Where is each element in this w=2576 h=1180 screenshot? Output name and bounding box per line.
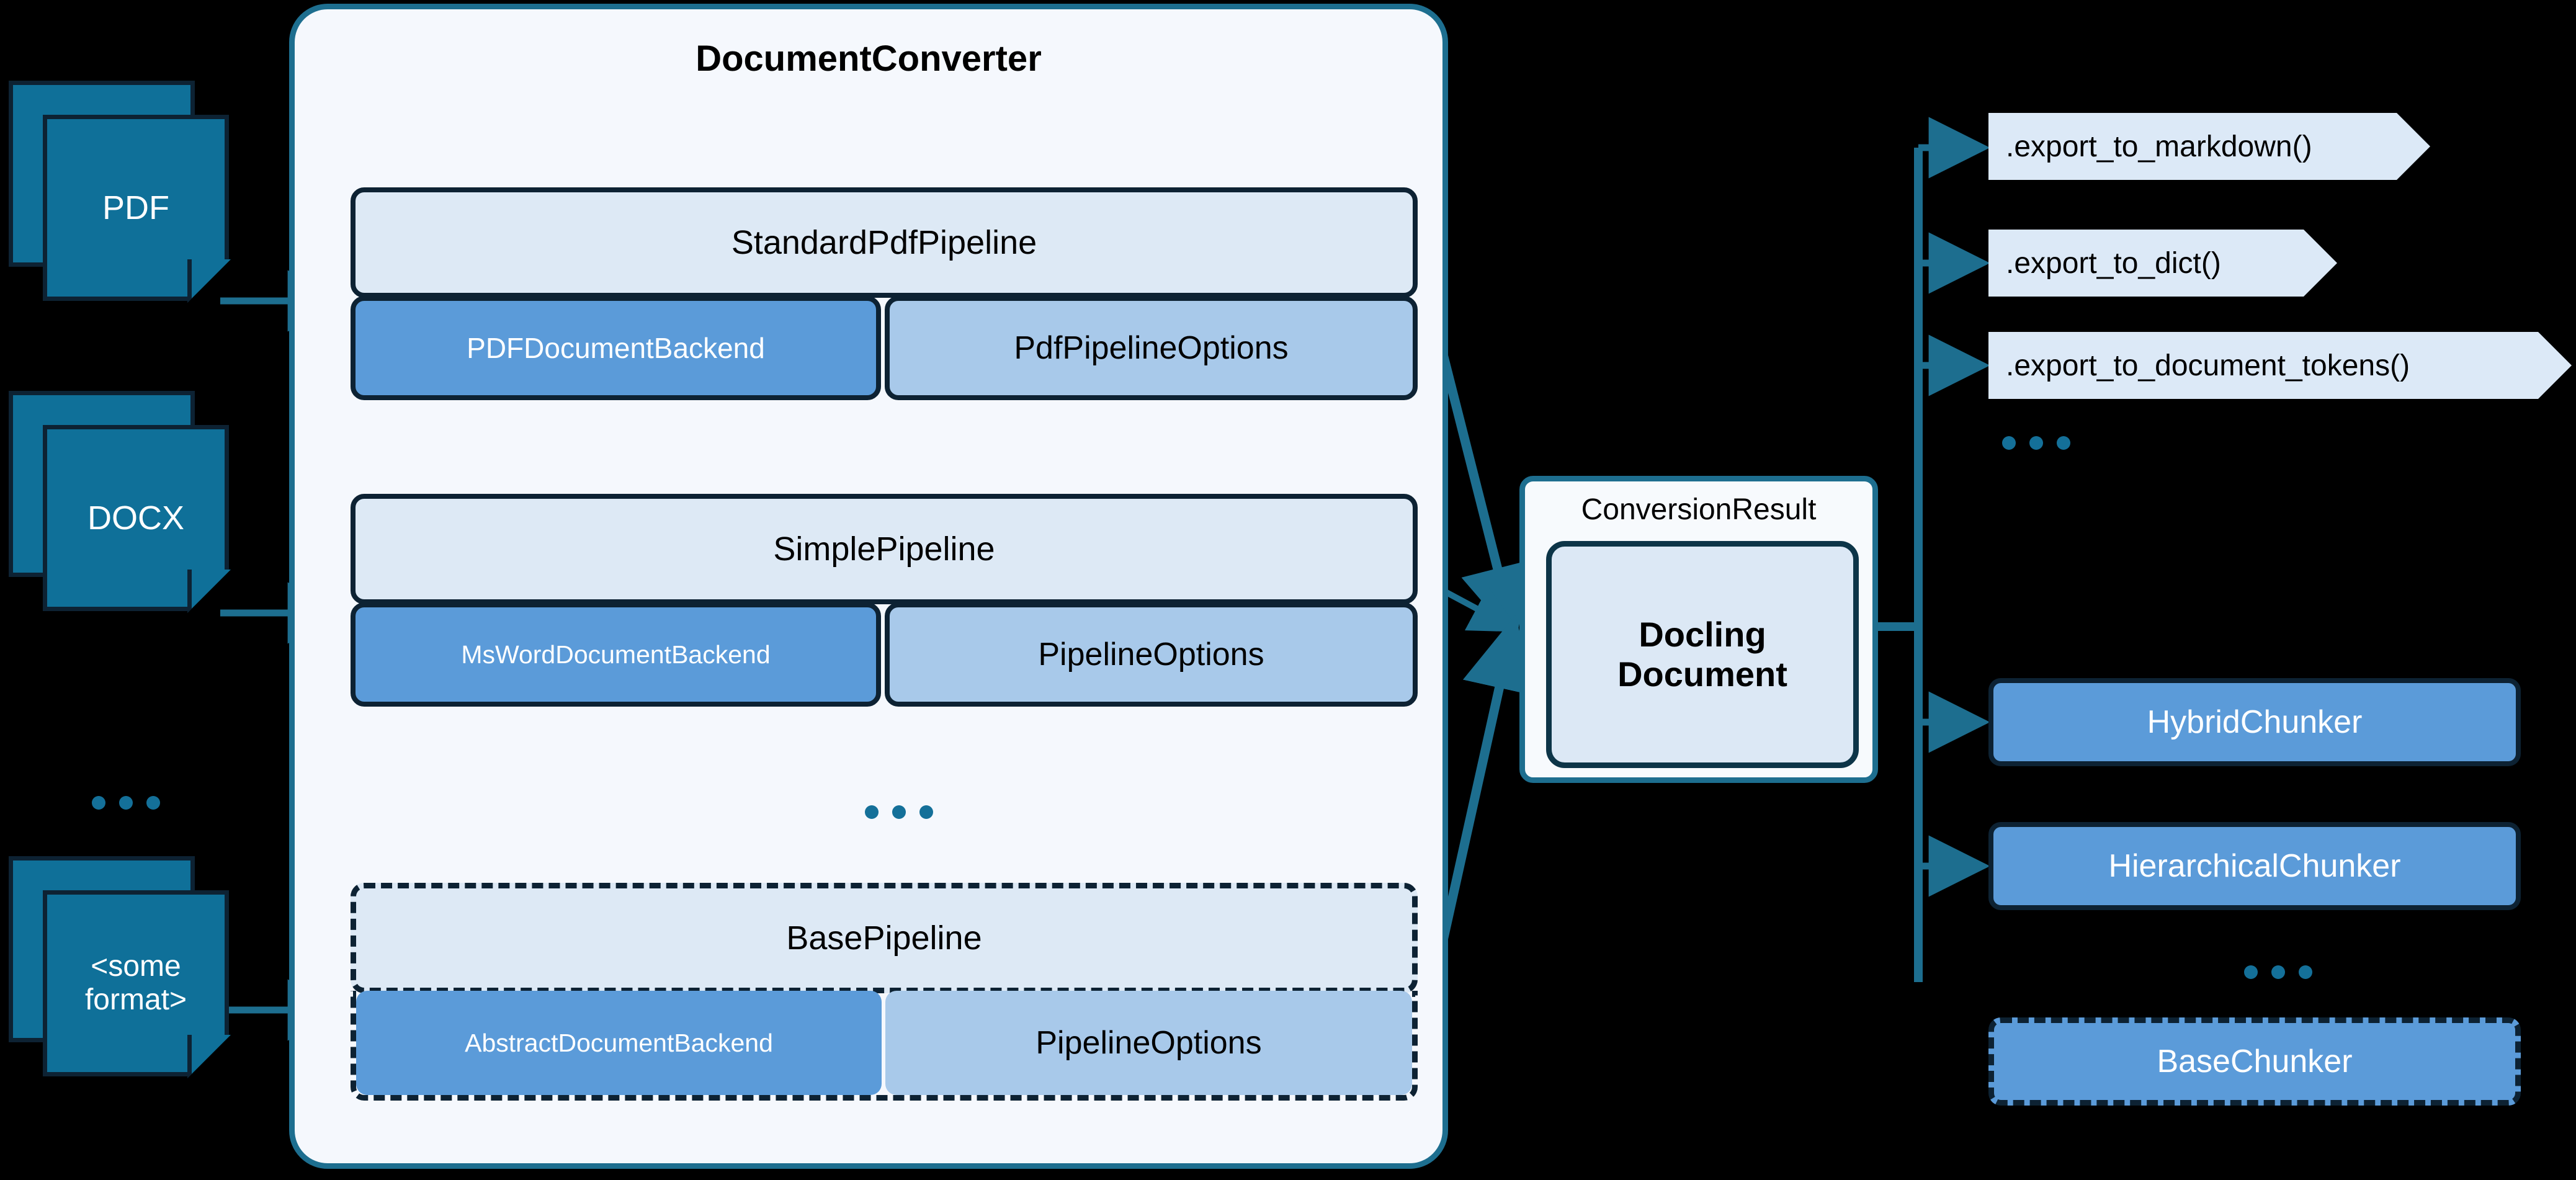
input-doc-label: <some format> <box>84 950 187 1016</box>
ellipsis-dot <box>2057 436 2070 450</box>
page-fold-corner <box>187 1035 231 1078</box>
input-doc-pdf[interactable]: PDF <box>9 81 233 305</box>
export-ellipsis <box>2002 436 2070 450</box>
pipeline-standard-pdf[interactable]: StandardPdfPipeline PDFDocumentBackend P… <box>351 187 1418 400</box>
ellipsis-dot <box>2029 436 2043 450</box>
pipeline-members: PDFDocumentBackend PdfPipelineOptions <box>351 296 1418 400</box>
conversion-result-container: ConversionResult Docling Document <box>1519 476 1878 783</box>
input-doc-label: DOCX <box>87 499 184 537</box>
input-ellipsis <box>92 796 160 810</box>
pipeline-base-abstract[interactable]: BasePipeline AbstractDocumentBackend Pip… <box>351 883 1418 1101</box>
pipeline-options[interactable]: PdfPipelineOptions <box>885 296 1418 400</box>
pipeline-members: AbstractDocumentBackend PipelineOptions <box>351 991 1418 1101</box>
chunker-ellipsis <box>2244 965 2312 979</box>
ellipsis-dot <box>146 796 160 810</box>
export-markdown-banner[interactable]: .export_to_markdown() <box>1988 113 2430 180</box>
doc-sheet-front: DOCX <box>43 425 229 611</box>
pipeline-members: MsWordDocumentBackend PipelineOptions <box>351 602 1418 707</box>
ellipsis-dot <box>2299 965 2312 979</box>
input-doc-docx[interactable]: DOCX <box>9 391 233 615</box>
pipeline-name: StandardPdfPipeline <box>351 187 1418 298</box>
ellipsis-dot <box>2002 436 2016 450</box>
pipeline-backend[interactable]: AbstractDocumentBackend <box>356 991 882 1095</box>
pipeline-options[interactable]: PipelineOptions <box>885 991 1412 1095</box>
pipeline-name: SimplePipeline <box>351 494 1418 604</box>
export-document-tokens-banner[interactable]: .export_to_document_tokens() <box>1988 332 2572 399</box>
pipeline-ellipsis <box>865 805 933 819</box>
chunker-hierarchical[interactable]: HierarchicalChunker <box>1988 822 2521 910</box>
pipeline-backend[interactable]: MsWordDocumentBackend <box>351 602 881 707</box>
pipeline-backend[interactable]: PDFDocumentBackend <box>351 296 881 400</box>
ellipsis-dot <box>119 796 133 810</box>
page-fold-corner <box>187 570 231 613</box>
conversion-result-title: ConversionResult <box>1581 493 1817 526</box>
docling-document-node[interactable]: Docling Document <box>1546 541 1859 768</box>
pipeline-name: BasePipeline <box>351 883 1418 993</box>
pipeline-options[interactable]: PipelineOptions <box>885 602 1418 707</box>
input-doc-some-format[interactable]: <some format> <box>9 856 233 1081</box>
chunker-base-abstract[interactable]: BaseChunker <box>1988 1017 2521 1106</box>
page-title: DocumentConverter <box>695 38 1042 79</box>
pipeline-simple[interactable]: SimplePipeline MsWordDocumentBackend Pip… <box>351 494 1418 707</box>
page-fold-corner <box>187 259 231 303</box>
ellipsis-dot <box>865 805 879 819</box>
ellipsis-dot <box>92 796 105 810</box>
chunker-hybrid[interactable]: HybridChunker <box>1988 678 2521 766</box>
export-dict-banner[interactable]: .export_to_dict() <box>1988 230 2337 297</box>
ellipsis-dot <box>2271 965 2285 979</box>
ellipsis-dot <box>919 805 933 819</box>
ellipsis-dot <box>892 805 906 819</box>
input-doc-label: PDF <box>102 189 169 226</box>
ellipsis-dot <box>2244 965 2258 979</box>
